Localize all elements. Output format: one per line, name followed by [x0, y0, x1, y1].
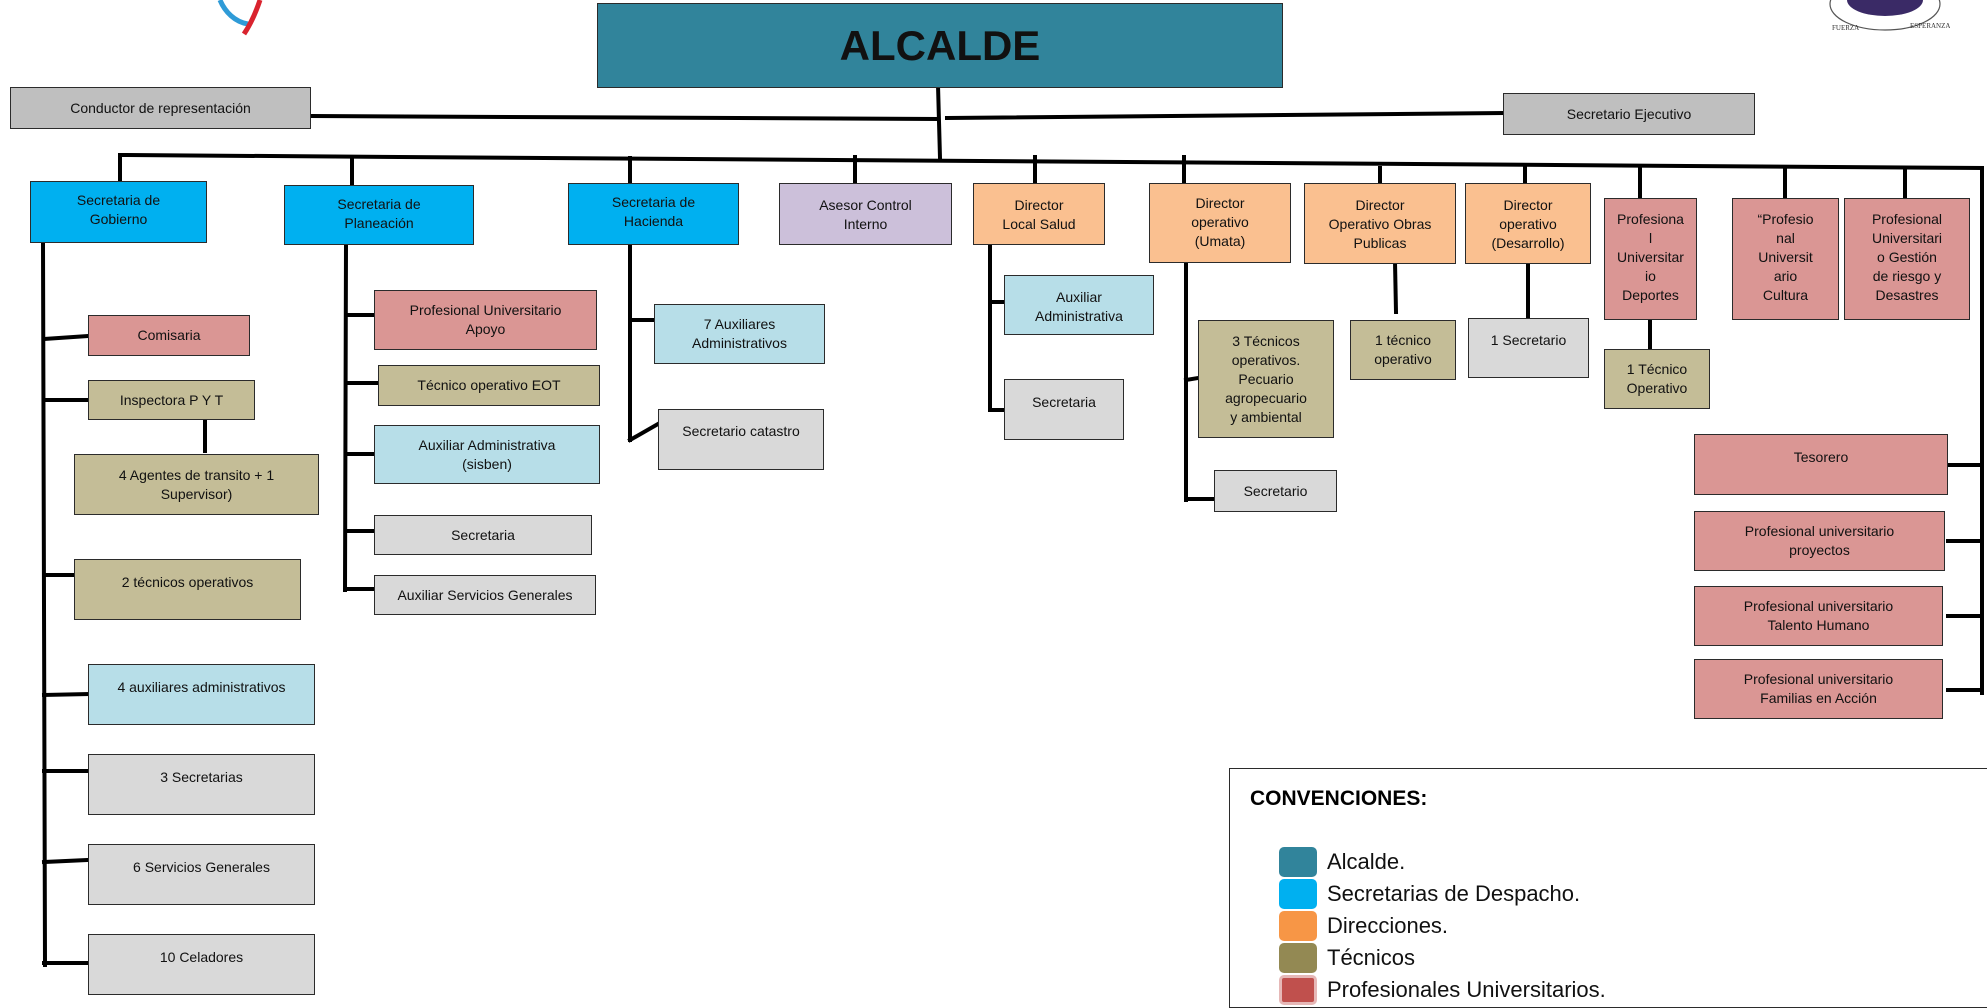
conductor-box: Conductor de representación: [10, 87, 311, 129]
secretario-ejecutivo-box: Secretario Ejecutivo: [1503, 93, 1755, 135]
auxiliar-sisben-box: Auxiliar Administrativa (sisben): [374, 425, 600, 484]
secretaria-planeacion-head: Secretaria de Planeación: [284, 185, 474, 245]
secretarias-gobierno-box: 3 Secretarias: [88, 754, 315, 815]
right-seal-logo: FUERZA ESPERANZA: [1829, 0, 1950, 32]
secretaria-gobierno-head: Secretaria de Gobierno: [30, 181, 207, 243]
legend-label: Direcciones.: [1327, 913, 1449, 938]
legend-label: Secretarias de Despacho.: [1327, 881, 1581, 906]
legend-label: Profesionales Universitarios.: [1327, 977, 1606, 1002]
legend-item-direcciones: Direcciones.: [1279, 910, 1448, 942]
profesional-deportes-box: Profesiona l Universitar io Deportes: [1604, 198, 1697, 320]
auxiliar-salud-box: Auxiliar Administrativa: [1004, 275, 1154, 335]
profesional-riesgo-box: Profesional Universitari o Gestión de ri…: [1844, 198, 1970, 320]
tesorero-box: Tesorero: [1694, 434, 1948, 495]
tecnico-deportes-box: 1 Técnico Operativo: [1604, 349, 1710, 409]
legend-item-alcalde: Alcalde.: [1279, 846, 1405, 878]
profesional-familias-accion-box: Profesional universitario Familias en Ac…: [1694, 659, 1943, 719]
secretaria-hacienda-head: Secretaria de Hacienda: [568, 183, 739, 245]
legend-title: CONVENCIONES:: [1250, 787, 1428, 810]
inspectora-box: Inspectora P Y T: [88, 380, 255, 420]
legend-swatch-alcalde: [1279, 847, 1317, 877]
alcalde-box: ALCALDE: [597, 3, 1283, 88]
profesional-cultura-box: “Profesio nal Universit ario Cultura: [1732, 198, 1839, 320]
director-obras-head: Director Operativo Obras Publicas: [1304, 183, 1456, 264]
comisaria-box: Comisaria: [88, 315, 250, 356]
legend-swatch-profesionales: [1279, 975, 1317, 1005]
left-logo: [217, 0, 263, 36]
legend-item-profesionales: Profesionales Universitarios.: [1279, 974, 1606, 1006]
svg-text:FUERZA: FUERZA: [1832, 24, 1859, 32]
servicios-generales-box: 6 Servicios Generales: [88, 844, 315, 905]
legend: CONVENCIONES: Alcalde. Secretarias de De…: [1229, 768, 1987, 1008]
secretaria-planeacion-box: Secretaria: [374, 515, 592, 555]
agentes-transito-box: 4 Agentes de transito + 1 Supervisor): [74, 454, 319, 515]
legend-item-tecnicos: Técnicos: [1279, 942, 1415, 974]
director-salud-head: Director Local Salud: [973, 183, 1105, 245]
tecnico-eot-box: Técnico operativo EOT: [378, 365, 600, 406]
secretaria-salud-box: Secretaria: [1004, 379, 1124, 440]
director-umata-head: Director operativo (Umata): [1149, 183, 1291, 263]
auxiliar-servicios-generales-box: Auxiliar Servicios Generales: [374, 575, 596, 615]
profesional-apoyo-box: Profesional Universitario Apoyo: [374, 290, 597, 350]
legend-swatch-tecnicos: [1279, 943, 1317, 973]
secretario-catastro-box: Secretario catastro: [658, 409, 824, 470]
secretario-desarrollo-box: 1 Secretario: [1468, 318, 1589, 378]
tecnicos-operativos-gobierno-box: 2 técnicos operativos: [74, 559, 301, 620]
secretario-umata-box: Secretario: [1214, 470, 1337, 512]
legend-label: Técnicos: [1327, 945, 1416, 970]
tecnicos-umata-box: 3 Técnicos operativos. Pecuario agropecu…: [1198, 320, 1334, 438]
celadores-box: 10 Celadores: [88, 934, 315, 995]
profesional-proyectos-box: Profesional universitario proyectos: [1694, 511, 1945, 571]
auxiliares-administrativos-gobierno-box: 4 auxiliares administrativos: [88, 664, 315, 725]
svg-text:ESPERANZA: ESPERANZA: [1910, 22, 1950, 30]
legend-swatch-direcciones: [1279, 911, 1317, 941]
asesor-control-interno-box: Asesor Control Interno: [779, 183, 952, 245]
director-desarrollo-head: Director operativo (Desarrollo): [1465, 183, 1591, 264]
auxiliares-hacienda-box: 7 Auxiliares Administrativos: [654, 304, 825, 364]
legend-item-secretarias: Secretarias de Despacho.: [1279, 878, 1580, 910]
legend-label: Alcalde.: [1327, 849, 1406, 874]
profesional-talento-humano-box: Profesional universitario Talento Humano: [1694, 586, 1943, 646]
tecnico-obras-box: 1 técnico operativo: [1350, 320, 1456, 380]
legend-swatch-secretarias: [1279, 879, 1317, 909]
